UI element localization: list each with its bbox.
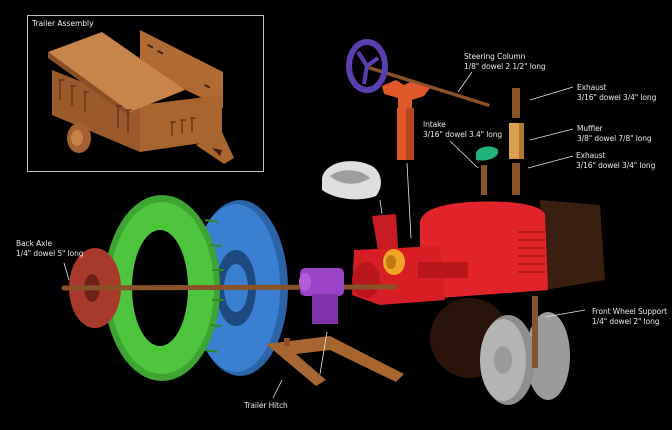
label-detail: 1/8" dowel 2 1/2" long	[464, 62, 546, 71]
label-title: Intake	[423, 120, 446, 129]
leader-lines	[63, 71, 586, 399]
label-trailer-hitch: Trailer Hitch	[244, 401, 288, 411]
label-detail: 3/16" dowel 3/4" long	[577, 93, 657, 102]
trailer-assembly-illustration	[48, 30, 234, 164]
steering-column-illustration	[346, 39, 490, 160]
label-title: Back Axle	[16, 239, 52, 248]
label-title: Muffler	[577, 124, 603, 133]
label-intake: Intake 3/16" dowel 3.4" long	[423, 120, 502, 140]
label-title: Exhaust	[576, 151, 606, 160]
seat-illustration	[322, 161, 381, 200]
label-muffler: Muffler 3/8" dowel 7/8" long	[577, 124, 652, 144]
label-title: Exhaust	[577, 83, 607, 92]
label-front-wheel-support: Front Wheel Support 1/4" dowel 2" long	[592, 307, 667, 327]
label-title: Steering Column	[464, 52, 526, 61]
label-detail: 1/4" dowel 2" long	[592, 317, 660, 326]
label-title: Trailer Hitch	[244, 401, 288, 410]
exhaust-intake-parts-illustration	[476, 88, 524, 195]
label-detail: 1/4" dowel 5" long	[16, 249, 84, 258]
front-wheels-illustration	[480, 296, 570, 405]
label-title: Front Wheel Support	[592, 307, 667, 316]
rear-wheel-assembly-illustration	[61, 195, 398, 381]
label-detail: 3/8" dowel 7/8" long	[577, 134, 652, 143]
label-detail: 3/16" dowel 3/4" long	[576, 161, 656, 170]
label-exhaust-top: Exhaust 3/16" dowel 3/4" long	[577, 83, 656, 103]
tractor-body-illustration	[352, 200, 605, 378]
label-back-axle: Back Axle 1/4" dowel 5" long	[16, 239, 84, 259]
trailer-hitch-illustration	[266, 336, 404, 386]
label-steering-column: Steering Column 1/8" dowel 2 1/2" long	[464, 52, 546, 72]
label-detail: 3/16" dowel 3.4" long	[423, 130, 503, 139]
trailer-assembly-inset: Trailer Assembly	[27, 15, 264, 172]
inset-title: Trailer Assembly	[32, 19, 94, 28]
label-exhaust-bottom: Exhaust 3/16" dowel 3/4" long	[576, 151, 655, 171]
